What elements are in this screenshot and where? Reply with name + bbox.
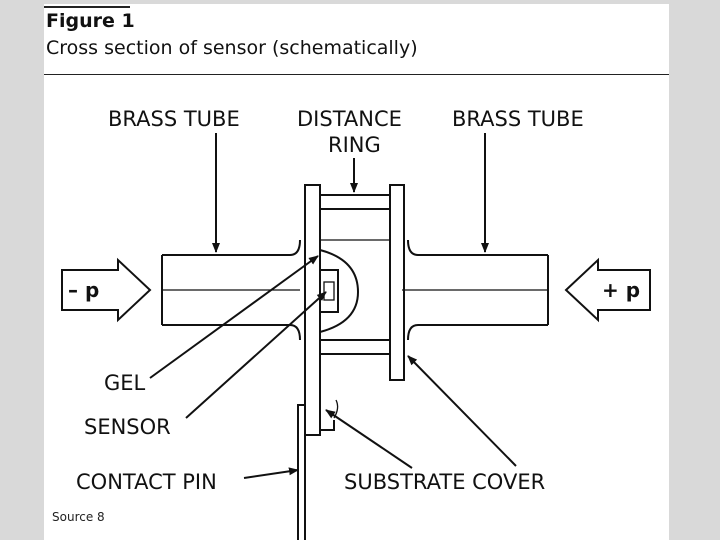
minus-p-arrow: – p: [61, 257, 152, 323]
contact-pin: [297, 404, 306, 540]
label-distance-ring-1: DISTANCE: [297, 107, 402, 131]
brass-tube-right: [402, 239, 549, 341]
leader-arrows: [149, 133, 517, 479]
source-note: Source 8: [52, 510, 105, 524]
title-rule: [44, 6, 130, 8]
plus-p-label: + p: [602, 278, 640, 302]
label-contact-pin: CONTACT PIN: [76, 470, 217, 494]
label-distance-ring-2: RING: [328, 133, 381, 157]
gel-sensor-assembly: [319, 249, 360, 333]
label-brass-tube-left: BRASS TUBE: [108, 107, 240, 131]
label-brass-tube-right: BRASS TUBE: [452, 107, 584, 131]
minus-p-label: – p: [68, 278, 99, 302]
figure-panel: [44, 4, 669, 540]
label-substrate-cover: SUBSTRATE COVER: [344, 470, 545, 494]
label-gel: GEL: [104, 371, 146, 395]
plus-p-arrow: + p: [564, 257, 651, 323]
brass-tube-left: [161, 239, 301, 341]
cover-plate: [389, 184, 405, 381]
header-rule: [44, 74, 669, 75]
figure-title: Figure 1: [46, 10, 135, 32]
figure-subtitle: Cross section of sensor (schematically): [46, 37, 418, 59]
substrate-plate: [304, 184, 339, 436]
label-sensor: SENSOR: [84, 415, 171, 439]
